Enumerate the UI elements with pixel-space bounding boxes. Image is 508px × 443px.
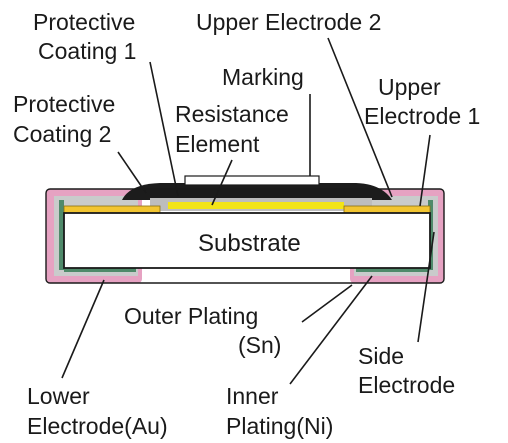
leader-lower-electrode (61, 279, 105, 379)
leader-protective-coating-2 (117, 151, 147, 194)
upper-electrode-right (343, 205, 431, 214)
label-resistance-element: Resistance Element (175, 101, 295, 157)
label-outer-plating: Outer Plating (Sn) (124, 303, 281, 358)
leader-lines (61, 37, 435, 385)
upper-electrode-left (63, 205, 161, 214)
label-marking: Marking (222, 64, 304, 90)
labels: Protective Coating 1 Upper Electrode 2 M… (13, 9, 480, 439)
label-lower-electrode: Lower Electrode(Au) (27, 383, 168, 439)
label-protective-coating-2: Protective Coating 2 (13, 91, 122, 147)
leader-upper-electrode-1 (419, 134, 431, 207)
substrate-label: Substrate (198, 230, 301, 257)
label-upper-electrode-2: Upper Electrode 2 (196, 9, 381, 35)
resistor-body: Substrate (45, 175, 445, 284)
leader-upper-electrode-2 (327, 37, 393, 198)
leader-side-electrode (417, 231, 435, 343)
leader-outer-plating (301, 284, 353, 323)
lower-electrode-left (64, 268, 136, 272)
leader-resistance-element (211, 159, 233, 206)
marking (184, 175, 320, 186)
protective-coating-1 (122, 183, 392, 200)
label-side-electrode: Side Electrode (358, 343, 455, 398)
resistance-element (168, 202, 344, 209)
label-protective-coating-1: Protective Coating 1 (33, 9, 142, 64)
side-electrode-left (59, 200, 64, 270)
substrate (63, 212, 431, 269)
label-inner-plating: Inner Plating(Ni) (226, 383, 333, 439)
body-outline (45, 188, 445, 284)
lower-electrode-right (356, 268, 428, 272)
label-upper-electrode-1: Upper Electrode 1 (364, 74, 480, 129)
leader-inner-plating (289, 275, 373, 385)
leader-protective-coating-1 (149, 61, 179, 197)
